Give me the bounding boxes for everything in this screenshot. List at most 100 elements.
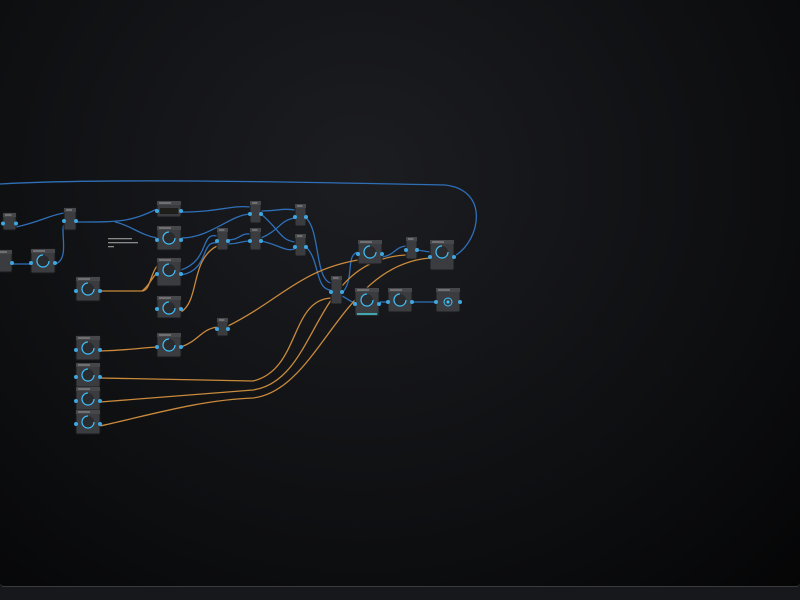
wire[interactable]	[54, 224, 65, 265]
output-port[interactable]	[259, 212, 263, 216]
knob-icon[interactable]	[363, 245, 377, 259]
input-port[interactable]	[386, 300, 390, 304]
input-port[interactable]	[356, 252, 360, 256]
output-port[interactable]	[458, 300, 462, 304]
node-plain[interactable]	[248, 200, 263, 224]
wire[interactable]	[99, 254, 407, 403]
node-plain[interactable]	[293, 203, 308, 227]
knob-icon[interactable]	[435, 245, 449, 259]
output-port[interactable]	[98, 348, 102, 352]
node-knob[interactable]	[155, 257, 183, 287]
input-port[interactable]	[62, 219, 66, 223]
output-port[interactable]	[259, 239, 263, 243]
output-port[interactable]	[226, 239, 230, 243]
node-knob[interactable]	[386, 287, 414, 313]
wire[interactable]	[15, 212, 65, 228]
knob-icon[interactable]	[393, 293, 407, 307]
node-plain[interactable]	[404, 236, 419, 260]
node-display[interactable]	[155, 200, 183, 218]
node-plain[interactable]	[62, 207, 78, 231]
knob-icon[interactable]	[81, 392, 95, 406]
output-port[interactable]	[179, 345, 183, 349]
wire[interactable]	[99, 346, 158, 352]
output-port[interactable]	[98, 399, 102, 403]
knob-icon[interactable]	[81, 415, 95, 429]
node-plain[interactable]	[215, 317, 230, 337]
input-port[interactable]	[74, 422, 78, 426]
node-graph[interactable]	[0, 0, 800, 586]
wire[interactable]	[180, 245, 218, 313]
knob-icon[interactable]	[81, 341, 95, 355]
node-plain[interactable]	[215, 227, 230, 251]
output-port[interactable]	[380, 252, 384, 256]
output-port[interactable]	[179, 238, 183, 242]
wire[interactable]	[260, 208, 296, 212]
node-knob[interactable]	[356, 239, 384, 265]
node-knob[interactable]	[74, 362, 102, 388]
input-port[interactable]	[155, 307, 159, 311]
wire[interactable]	[260, 217, 296, 239]
output-port[interactable]	[226, 327, 230, 331]
node-knob[interactable]	[74, 386, 102, 412]
input-port[interactable]	[1, 221, 5, 226]
node-plain[interactable]	[293, 233, 308, 257]
input-port[interactable]	[329, 290, 333, 294]
wire[interactable]	[99, 257, 431, 427]
output-port[interactable]	[452, 255, 456, 259]
output-port[interactable]	[179, 307, 183, 311]
output-port[interactable]	[10, 261, 14, 265]
wire[interactable]	[114, 221, 158, 239]
output-port[interactable]	[74, 219, 78, 223]
wire[interactable]	[180, 213, 251, 239]
input-port[interactable]	[74, 348, 78, 352]
knob-icon[interactable]	[36, 254, 50, 268]
input-port[interactable]	[74, 375, 78, 379]
wire[interactable]	[341, 295, 356, 303]
knob-icon[interactable]	[81, 368, 95, 382]
knob-icon[interactable]	[162, 301, 176, 315]
output-port[interactable]	[179, 272, 183, 276]
node-knob[interactable]	[29, 248, 57, 274]
wire[interactable]	[180, 242, 218, 276]
output-port[interactable]	[340, 290, 344, 294]
node-knob[interactable]	[74, 409, 102, 435]
wire[interactable]	[227, 233, 251, 241]
wire[interactable]	[305, 217, 332, 284]
input-port[interactable]	[155, 272, 159, 276]
input-port[interactable]	[29, 261, 33, 265]
knob-icon[interactable]	[81, 282, 95, 296]
knob-icon[interactable]	[162, 338, 176, 352]
input-port[interactable]	[155, 345, 159, 349]
wire[interactable]	[305, 246, 332, 291]
output-port[interactable]	[53, 261, 57, 265]
wire[interactable]	[227, 259, 359, 327]
node-knob[interactable]	[74, 276, 102, 302]
node-plain[interactable]	[1, 212, 18, 231]
output-port[interactable]	[179, 209, 183, 213]
knob-icon[interactable]	[162, 231, 176, 245]
wire[interactable]	[141, 272, 158, 292]
wire[interactable]	[180, 326, 218, 348]
input-port[interactable]	[248, 239, 252, 243]
wire[interactable]	[416, 249, 431, 253]
input-port[interactable]	[215, 239, 219, 243]
wire[interactable]	[381, 245, 407, 258]
output-port[interactable]	[304, 245, 308, 249]
input-port[interactable]	[353, 302, 357, 306]
input-port[interactable]	[293, 245, 297, 249]
input-port[interactable]	[434, 300, 438, 304]
node-knob[interactable]	[74, 335, 102, 361]
node-output[interactable]	[434, 287, 462, 313]
input-port[interactable]	[248, 212, 252, 216]
input-port[interactable]	[293, 215, 297, 219]
input-port[interactable]	[428, 255, 432, 259]
node-knob[interactable]	[428, 239, 456, 271]
wire[interactable]	[0, 180, 478, 256]
input-port[interactable]	[74, 399, 78, 403]
output-port[interactable]	[377, 302, 381, 306]
node-knob[interactable]	[155, 295, 183, 319]
knob-icon[interactable]	[360, 293, 374, 307]
wire[interactable]	[100, 265, 158, 292]
node-knob-bar[interactable]	[353, 287, 381, 317]
output-port[interactable]	[410, 300, 414, 304]
